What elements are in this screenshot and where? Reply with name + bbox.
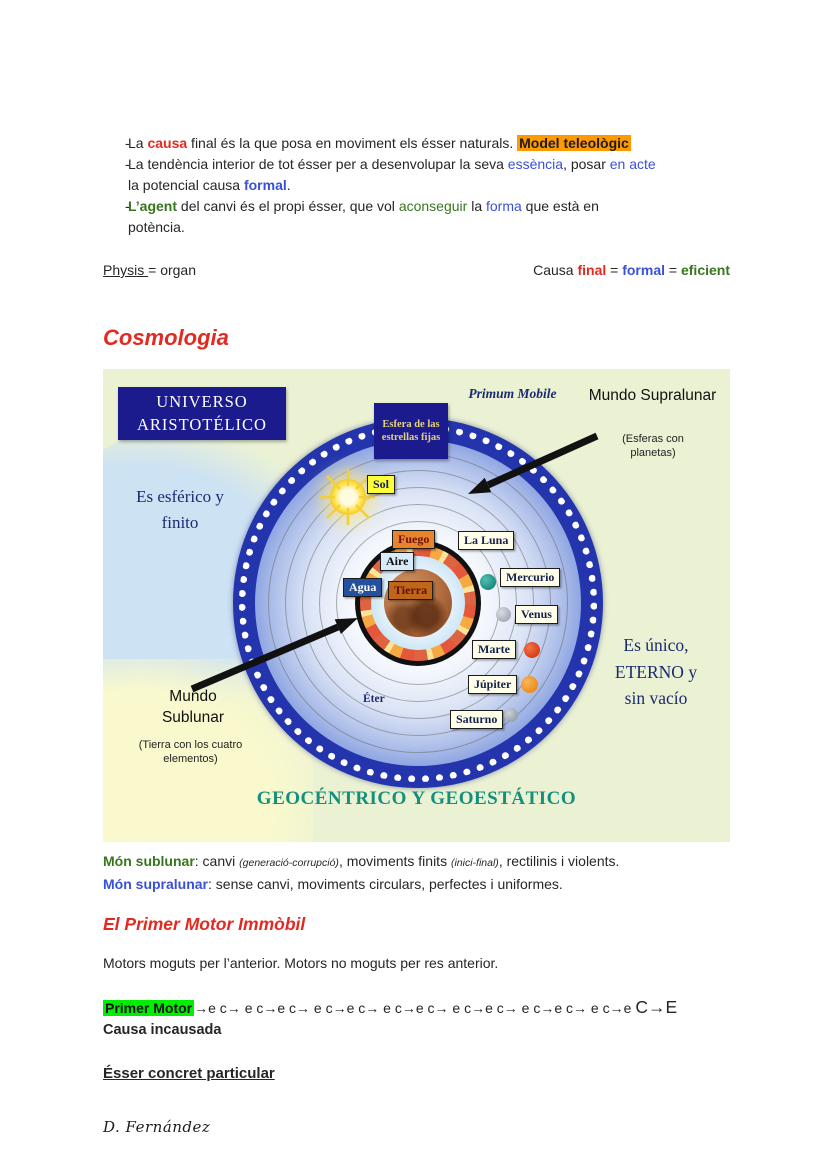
- text-segment-underlined: Physis: [103, 262, 149, 278]
- primum-mobile-label: Primum Mobile: [468, 386, 557, 402]
- physis-causa-row: Physis = organ Causa final = formal = ef…: [103, 260, 730, 281]
- section-heading-cosmologia: Cosmologia: [103, 325, 229, 350]
- universo-aristotelico-box: UNIVERSO ARISTOTÉLICO: [118, 387, 286, 441]
- marte-label-box: Marte: [472, 640, 516, 660]
- text-segment-blue: en acte: [609, 156, 656, 172]
- mundo-sublunar-label: Mundo Sublunar: [161, 688, 225, 727]
- bullet-list: - La causa final és la que posa en movim…: [103, 133, 730, 238]
- text-segment: del canvi és el propi ésser, que vol: [177, 198, 399, 214]
- text-segment: la: [467, 198, 486, 214]
- bullet-dash: -: [125, 156, 130, 172]
- page-content: - La causa final és la que posa en movim…: [103, 0, 730, 1136]
- primer-motor-highlight: Primer Motor: [103, 999, 195, 1016]
- jupiter-label-box: Júpiter: [468, 675, 518, 695]
- aristotelian-universe-diagram: UNIVERSO ARISTOTÉLICO Esfera de las estr…: [103, 369, 730, 843]
- chain-sequence: →e c→ e c→e c→ e c→e c→ e c→e c→ e c→e c…: [194, 999, 632, 1016]
- text-segment: , moviments finits: [338, 853, 451, 870]
- mercurio-label-box: Mercurio: [500, 568, 561, 588]
- orbit-circle: [285, 470, 551, 737]
- bullet-item-tendencia: - La tendència interior de tot ésser per…: [103, 154, 730, 196]
- text-segment-blue: essència: [507, 156, 564, 172]
- causa-equation: Causa final = formal = eficient: [533, 260, 730, 281]
- text-segment-italic: (generació-corrupció): [239, 857, 339, 870]
- orbit-circle: [302, 487, 534, 720]
- orbit-circle: [336, 521, 500, 686]
- causal-chain-line: Primer Motor→e c→ e c→e c→ e c→e c→ e c→…: [103, 996, 730, 1019]
- mon-sublunar-line: Món sublunar: canvi (generació-corrupció…: [103, 851, 730, 874]
- geocentrico-caption: GEOCÉNTRICO Y GEOESTÁTICO: [256, 788, 577, 810]
- text-segment: = organ: [148, 262, 196, 278]
- text-segment: La: [128, 135, 148, 151]
- text-segment: la potencial causa: [128, 177, 244, 193]
- text-segment: Causa: [533, 262, 578, 278]
- bullet-text: L’agent del canvi és el propi ésser, que…: [128, 196, 730, 238]
- text-segment: =: [665, 262, 681, 278]
- sol-label-box: Sol: [367, 475, 396, 495]
- text-segment-red: final: [577, 262, 607, 278]
- aire-label-box: Aire: [380, 552, 415, 572]
- mon-summary-lines: Món sublunar: canvi (generació-corrupció…: [103, 851, 730, 895]
- text-segment: La tendència interior de tot ésser per a…: [128, 156, 508, 172]
- agua-label-box: Agua: [343, 578, 383, 598]
- marte-planet-dot: [524, 642, 540, 659]
- saturno-planet-dot: [504, 708, 518, 723]
- orbit-circle: [319, 504, 517, 703]
- text-segment-italic: (inici-final): [450, 857, 499, 870]
- mon-supralunar-line: Món supralunar: sense canvi, moviments c…: [103, 874, 730, 895]
- text-segment: .: [286, 177, 291, 193]
- text-segment-red: causa: [147, 135, 188, 151]
- bullet-text: La tendència interior de tot ésser per a…: [128, 154, 730, 196]
- saturno-label-box: Saturno: [450, 710, 504, 730]
- chain-end: C→E: [635, 996, 678, 1017]
- mercurio-planet-dot: [480, 574, 496, 591]
- text-segment: : sense canvi, moviments circulars, perf…: [208, 876, 563, 893]
- mundo-supralunar-sublabel: (Esferas con planetas): [622, 433, 684, 459]
- text-segment-green: Món sublunar: [103, 853, 195, 870]
- section-heading-primer-motor: El Primer Motor Immòbil: [103, 914, 306, 935]
- sun-icon: [330, 479, 366, 516]
- primer-motor-body: Motors moguts per l’anterior. Motors no …: [103, 954, 499, 971]
- physis-definition: Physis = organ: [103, 260, 196, 281]
- jupiter-planet-dot: [521, 676, 538, 694]
- text-segment-blue: formal: [622, 262, 666, 278]
- text-segment: que està en: [521, 198, 599, 214]
- fuego-label-box: Fuego: [392, 530, 436, 550]
- bullet-item-agent: - L’agent del canvi és el propi ésser, q…: [103, 196, 730, 238]
- la-luna-label-box: La Luna: [458, 531, 515, 551]
- text-segment: final és la que posa en moviment els éss…: [187, 135, 518, 151]
- esfera-estrellas-fijas-box: Esfera de las estrellas fijas: [374, 403, 448, 460]
- causa-incausada-line: Causa incausada: [103, 1021, 222, 1038]
- text-segment-blue: formal: [243, 177, 287, 193]
- mundo-sublunar-sublabel: (Tierra con los cuatro elementos): [138, 739, 243, 765]
- mundo-supralunar-label: Mundo Supralunar: [588, 387, 717, 405]
- eter-label: Éter: [363, 693, 385, 706]
- text-segment: , posar: [563, 156, 610, 172]
- es-esferico-label: Es esférico y finito: [136, 487, 224, 532]
- es-unico-label: Es único, ETERNO y sin vacío: [614, 635, 698, 708]
- venus-planet-dot: [496, 607, 511, 623]
- bullet-dash: -: [125, 198, 130, 214]
- text-segment-green: eficient: [680, 262, 730, 278]
- text-segment: , rectilinis i violents.: [498, 853, 620, 870]
- bullet-text: La causa final és la que posa en movimen…: [128, 133, 730, 154]
- author-signature: D. Fernández: [103, 1117, 211, 1136]
- tierra-label-box: Tierra: [388, 581, 434, 601]
- venus-label-box: Venus: [515, 605, 558, 625]
- text-segment: potència.: [128, 219, 185, 235]
- text-segment-green: L’agent: [128, 198, 178, 214]
- text-segment: : canvi: [194, 853, 240, 870]
- text-segment-blue: Món supralunar: [103, 876, 209, 893]
- bullet-dash: -: [125, 135, 130, 151]
- bullet-item-causa-final: - La causa final és la que posa en movim…: [103, 133, 730, 154]
- earth-globe: [384, 569, 452, 638]
- text-segment: =: [606, 262, 623, 278]
- text-segment-green: aconseguir: [398, 198, 468, 214]
- highlighted-term: Model teleològic: [517, 135, 631, 151]
- text-segment-blue: forma: [486, 198, 522, 214]
- section-heading-esser: Ésser concret particular: [103, 1064, 275, 1082]
